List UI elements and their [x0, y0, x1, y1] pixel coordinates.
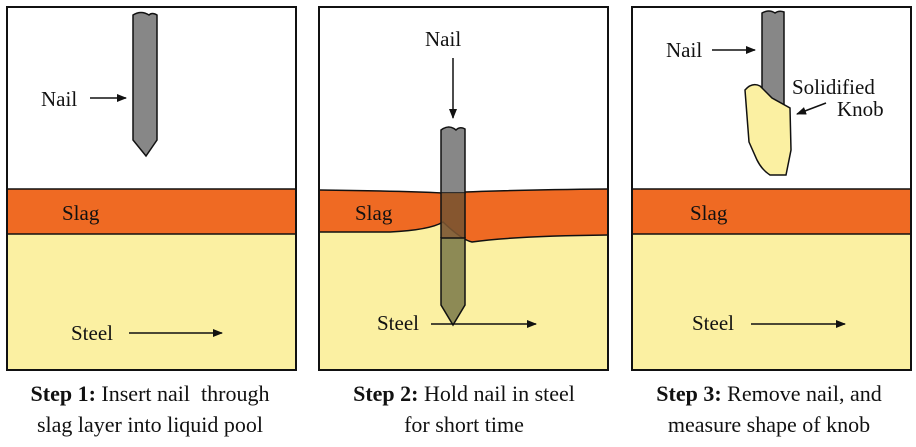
caption-step-2-text-1: Hold nail in steel	[423, 381, 575, 406]
caption-step-2-line-1: Step 2: Hold nail in steel	[312, 378, 616, 409]
caption-step-3-line-1: Step 3: Remove nail, and	[622, 378, 916, 409]
panel-2-steel-label: Steel	[377, 311, 419, 335]
panel-step-2: Nail Slag Steel	[318, 6, 609, 371]
panel-3-slag-layer	[632, 189, 911, 234]
caption-step-1-line-2: slag layer into liquid pool	[36, 412, 264, 437]
caption-step-1-text-1: Insert nail through	[101, 381, 270, 406]
caption-step-3-text-1: Remove nail, and	[727, 381, 882, 406]
panel-3-frame	[631, 6, 912, 371]
panel-2-nail-upper	[440, 126, 466, 194]
panel-1-nail	[132, 11, 158, 158]
panel-2-slag-label: Slag	[355, 201, 393, 225]
panel-3-knob-label-line-2: Knob	[837, 97, 884, 121]
panel-2-frame	[318, 6, 609, 371]
caption-step-2-line-2: for short time	[404, 412, 524, 437]
panel-2-nail-in-steel	[440, 237, 466, 327]
panel-3-nail-label: Nail	[666, 38, 702, 62]
panel-1-steel-pool	[7, 234, 296, 370]
panel-step-1: Nail Slag Steel	[6, 6, 297, 371]
panel-3-steel-label: Steel	[692, 311, 734, 335]
caption-step-2-title: Step 2:	[353, 381, 419, 406]
panel-3-knob-label-line-1: Solidified	[792, 75, 875, 99]
panel-1-slag-layer	[7, 189, 296, 234]
panel-3-slag-label: Slag	[690, 201, 728, 225]
panel-1-frame	[6, 6, 297, 371]
caption-step-2: Step 2: Hold nail in steel for short tim…	[312, 378, 616, 440]
caption-step-1-line-1: Step 1: Insert nail through	[0, 378, 300, 409]
caption-step-3-line-2: measure shape of knob	[667, 412, 871, 437]
caption-step-1: Step 1: Insert nail through slag layer i…	[0, 378, 300, 440]
panel-3-solidified-knob	[744, 83, 792, 176]
panel-step-3: Nail Solidified Knob Slag Steel	[631, 6, 912, 371]
panel-1-slag-label: Slag	[62, 201, 100, 225]
panel-2-nail-label: Nail	[425, 27, 461, 51]
caption-step-1-title: Step 1:	[30, 381, 96, 406]
panel-3-knob-arrow	[796, 102, 827, 115]
caption-step-3-title: Step 3:	[656, 381, 722, 406]
panel-3-nail	[761, 10, 785, 109]
panel-3-steel-pool	[632, 234, 911, 370]
caption-step-3: Step 3: Remove nail, and measure shape o…	[622, 378, 916, 440]
panel-2-nail-in-slag	[441, 193, 465, 238]
panel-1-nail-label: Nail	[41, 87, 77, 111]
panel-1-steel-label: Steel	[71, 321, 113, 345]
